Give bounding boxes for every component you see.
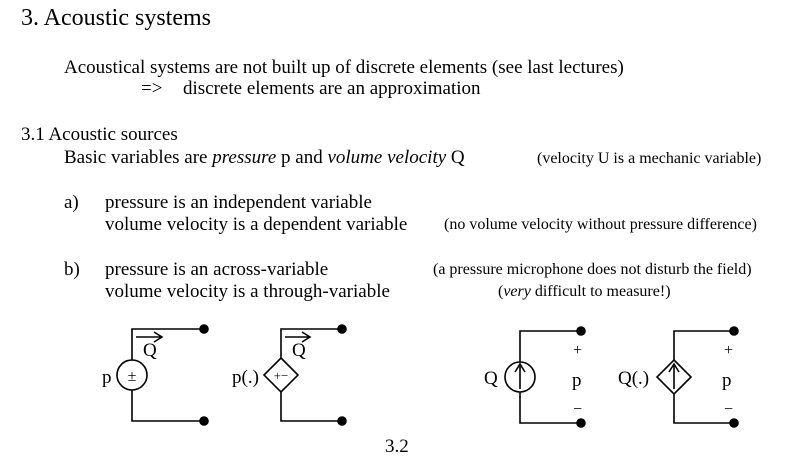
section-title: 3.1 Acoustic sources: [21, 124, 178, 145]
intro-line-1: Acoustical systems are not built up of d…: [64, 57, 624, 78]
basic-mid: p and: [276, 147, 328, 168]
circuit-2-flow-label: Q: [292, 340, 306, 361]
item-b-note-2: (very difficult to measure!): [498, 284, 671, 300]
circuit-3-source-label: Q: [484, 368, 498, 389]
circuit-4-minus: −: [724, 401, 733, 418]
item-a-line-1: pressure is an independent variable: [105, 192, 372, 213]
item-a-line-2: volume velocity is a dependent variable: [105, 214, 408, 235]
circuit-1-flow-label: Q: [143, 340, 157, 361]
terminal-node: [199, 416, 209, 426]
item-b-note-1: (a pressure microphone does not disturb …: [433, 261, 752, 278]
terminal-node: [337, 416, 347, 426]
item-b-line-1: pressure is an across-variable: [105, 259, 329, 280]
note-2-rest: difficult to measure!): [530, 283, 671, 300]
pressure-word: pressure: [212, 147, 277, 168]
item-a-note: (no volume velocity without pressure dif…: [444, 216, 757, 233]
volume-velocity-word: volume velocity: [327, 147, 447, 168]
circuit-4-source-label: Q(.): [618, 368, 649, 389]
terminal-node: [729, 326, 739, 336]
terminal-node: [576, 326, 586, 336]
circuit-dependent-volume-velocity-source: [655, 326, 739, 428]
circuit-1-symbol: ±: [128, 368, 137, 385]
circuit-volume-velocity-source: [504, 326, 586, 428]
intro-arrow: =>: [141, 78, 163, 99]
terminal-node: [337, 324, 347, 334]
item-b-marker: b): [64, 259, 80, 280]
circuit-4-plus: +: [724, 342, 733, 359]
circuit-3-across-label: p: [572, 370, 582, 391]
circuit-3-plus: +: [573, 342, 582, 359]
circuit-3-minus: −: [573, 401, 582, 418]
basic-prefix: Basic variables are: [64, 147, 213, 168]
basic-note: (velocity U is a mechanic variable): [537, 150, 762, 167]
note-2-italic: very: [503, 283, 531, 300]
item-b-line-2: volume velocity is a through-variable: [105, 281, 390, 302]
page-number: 3.2: [385, 436, 409, 457]
note-2-prefix: (: [498, 283, 504, 300]
item-a-marker: a): [64, 192, 79, 213]
intro-line-2: discrete elements are an approximation: [183, 78, 481, 99]
terminal-node: [576, 418, 586, 428]
circuit-2-symbol: +−: [274, 368, 289, 383]
terminal-node: [199, 324, 209, 334]
page-title: 3. Acoustic systems: [21, 5, 211, 31]
circuit-4-across-label: p: [722, 370, 732, 391]
basic-variables-line: Basic variables are pressure p and volum…: [64, 148, 465, 167]
circuit-2-source-label: p(.): [232, 367, 259, 388]
circuit-1-source-label: p: [102, 367, 112, 388]
circuit-dependent-pressure-source: [262, 324, 347, 426]
terminal-node: [729, 418, 739, 428]
basic-suffix: Q: [446, 147, 465, 168]
circuit-pressure-source: [116, 324, 209, 426]
